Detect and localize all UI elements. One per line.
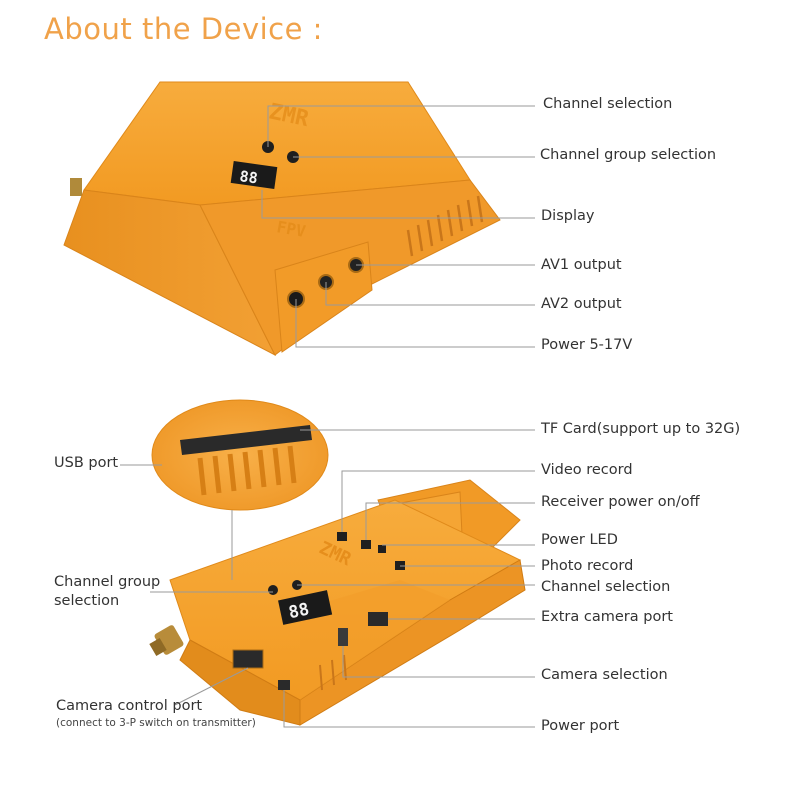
leader-display-top xyxy=(261,190,535,219)
label-av2-output: AV2 output xyxy=(541,296,622,312)
leader-camera-control xyxy=(174,667,249,706)
label-power-top: Power 5-17V xyxy=(541,337,633,353)
label-av1-output: AV1 output xyxy=(541,257,622,273)
leader-lines xyxy=(120,105,535,728)
label-tf-card: TF Card(support up to 32G) xyxy=(541,421,741,437)
power-port[interactable] xyxy=(278,680,290,690)
camera-control-port[interactable] xyxy=(232,649,264,669)
leader-power-top xyxy=(295,299,535,348)
top-device-port-panel xyxy=(274,241,373,353)
label-camera-control-port: Camera control port xyxy=(56,698,203,714)
top-device-display xyxy=(230,161,278,189)
label-camera-control-note: (connect to 3-P switch on transmitter) xyxy=(56,717,256,729)
bottom-channel-group-button[interactable] xyxy=(268,585,278,595)
label-power-led: Power LED xyxy=(541,532,618,548)
leader-receiver-power xyxy=(365,502,535,540)
tf-card-slot-ribs xyxy=(197,445,297,496)
label-channel-group-selection-top: Channel group selection xyxy=(540,147,717,163)
video-record-button[interactable] xyxy=(337,532,347,541)
power-led xyxy=(378,545,386,553)
bottom-antenna-connector xyxy=(149,625,184,657)
extra-camera-port[interactable] xyxy=(368,612,388,626)
antenna-connector xyxy=(70,178,82,196)
leader-camera-selection xyxy=(342,646,535,678)
bottom-display-digits: 88 xyxy=(287,599,311,623)
label-extra-camera-port: Extra camera port xyxy=(541,609,673,625)
label-channel-selection-bottom: Channel selection xyxy=(541,579,671,595)
label-receiver-power: Receiver power on/off xyxy=(541,494,700,510)
top-receiver-device: ZMR FPV 88 xyxy=(63,81,501,357)
label-photo-record: Photo record xyxy=(541,558,634,574)
top-device-model-emboss: FPV xyxy=(275,217,307,241)
leader-video-record xyxy=(341,470,535,532)
label-display: Display xyxy=(541,208,595,224)
zoom-bubble-body xyxy=(151,399,329,511)
tf-card-slot xyxy=(180,425,312,455)
label-power-port: Power port xyxy=(541,718,620,734)
label-video-record: Video record xyxy=(541,462,633,478)
leader-channel-selection-top xyxy=(267,105,535,147)
leader-power-port xyxy=(283,690,535,728)
bottom-device-side-shade xyxy=(300,580,450,700)
label-channel-group-line1: Channel group xyxy=(54,574,161,590)
receiver-power-button[interactable] xyxy=(361,540,371,549)
label-channel-group-line2: selection xyxy=(54,593,120,609)
label-channel-selection-top: Channel selection xyxy=(543,96,673,112)
top-display-digits: 88 xyxy=(238,167,258,187)
page-heading: About the Device : xyxy=(44,12,323,46)
bottom-recorder-device: ZMR 88 xyxy=(149,479,526,726)
leader-av2 xyxy=(325,282,535,306)
bottom-device-side-ribs xyxy=(319,654,347,691)
tf-card-zoom-bubble xyxy=(151,399,329,511)
camera-selection-switch[interactable] xyxy=(338,628,348,646)
label-usb-port: USB port xyxy=(54,455,119,471)
label-camera-selection: Camera selection xyxy=(541,667,668,683)
bottom-device-display xyxy=(278,590,333,625)
